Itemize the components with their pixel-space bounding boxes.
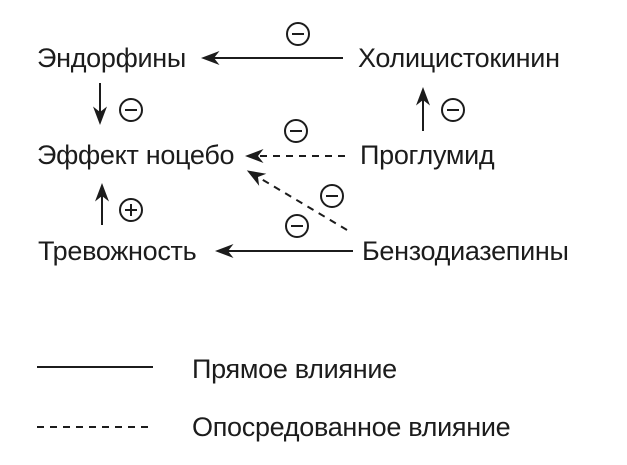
- node-anxiety: Тревожность: [38, 236, 197, 266]
- plus-circle-icon: [119, 198, 143, 222]
- minus-circle-icon: [285, 214, 309, 238]
- minus-circle-icon: [119, 98, 143, 122]
- minus-circle-icon: [320, 184, 344, 208]
- legend-indirect-label: Опосредованное влияние: [192, 412, 511, 442]
- legend-direct-label: Прямое влияние: [192, 354, 397, 384]
- node-endorphins: Эндорфины: [37, 43, 187, 73]
- node-proglumide: Проглумид: [360, 140, 495, 170]
- node-cholecystokinin: Холицистокинин: [358, 43, 560, 73]
- node-benzodiazepines: Бензодиазепины: [362, 236, 569, 266]
- node-nocebo-effect: Эффект ноцебо: [37, 140, 235, 170]
- minus-circle-icon: [284, 119, 308, 143]
- minus-circle-icon: [286, 22, 310, 46]
- arrow-benzodiazepines-to-nocebo: [246, 170, 348, 231]
- minus-circle-icon: [441, 98, 465, 122]
